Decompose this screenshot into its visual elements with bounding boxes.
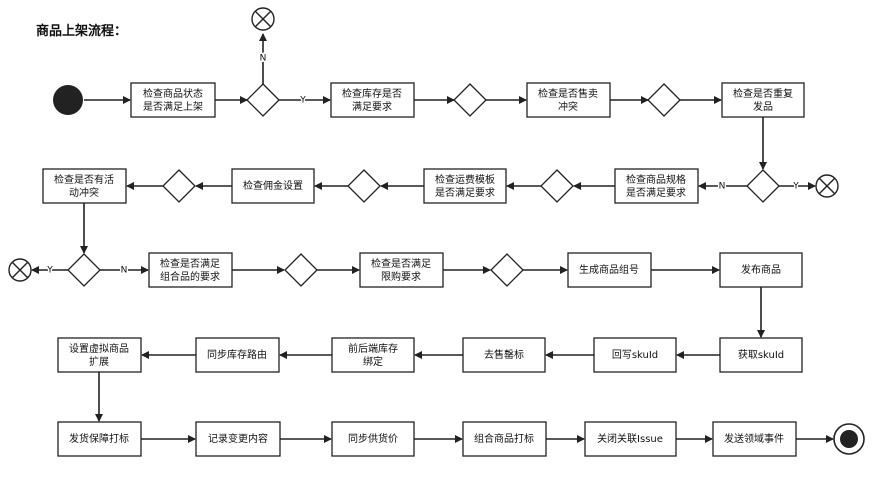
step-label: 检查商品规格 [626,173,686,186]
decision-diamond [67,253,101,287]
step-label: 组合品的要求 [160,270,220,283]
step-label: 检查是否重复 [733,87,793,100]
terminate-node [815,174,839,198]
step-label: 获取skuId [738,349,784,361]
terminate-node [251,7,275,31]
step-check-duplicate [721,82,805,118]
terminate-node [8,258,32,282]
step-label: 设置虚拟商品 [69,342,129,355]
edge-label-no: N [121,266,128,276]
step-label: 是否满足要求 [626,187,686,199]
step-label: 组合商品打标 [474,432,534,445]
step-label: 检查商品状态 [143,87,203,100]
step-label: 发品 [753,100,773,113]
step-send-domain-event [712,421,797,457]
edge-label-no: N [260,54,267,64]
step-label: 绑定 [363,355,383,368]
page-title: 商品上架流程： [36,24,128,39]
step-check-purchase-limit [359,252,444,288]
step-label: 同步库存路由 [207,348,267,361]
step-record-changes [195,421,281,457]
step-label: 是否满足上架 [143,101,203,113]
step-label: 去售罄标 [484,348,524,361]
end-node [833,423,865,455]
step-label: 扩展 [89,355,109,368]
decision-diamond [347,169,381,203]
step-label: 检查是否有活 [54,173,114,186]
step-check-spec [614,168,699,204]
step-close-issue [584,421,677,457]
decision-diamond [162,169,196,203]
step-label: 检查是否售卖 [538,87,598,100]
step-virtual-goods-ext [57,337,142,373]
step-label: 检查库存是否 [342,87,402,100]
step-label: 记录变更内容 [208,432,268,445]
step-label: 生成商品组号 [579,263,639,276]
step-label: 是否满足要求 [435,187,495,199]
edge-label-yes: Y [299,96,306,106]
step-get-skuid [719,337,803,373]
decision-diamond [746,169,780,203]
step-label: 检查佣金设置 [243,179,303,192]
decision-diamond [647,83,681,117]
step-bind-inventory [331,337,415,373]
decision-diamond [284,253,318,287]
step-check-bundle [148,252,233,288]
start-node [53,85,83,115]
edge-label-no: N [719,182,726,192]
step-check-commission [231,168,315,204]
step-label: 回写skuId [612,349,658,361]
step-label: 限购要求 [381,270,421,283]
step-label: 发货保障打标 [69,432,129,445]
decision-diamond [246,83,280,117]
step-label: 发布商品 [741,263,781,276]
decision-diamond [453,83,487,117]
edge-label-yes: Y [792,182,799,192]
step-remove-soldout-tag [462,337,546,373]
step-label: 同步供货价 [348,432,398,445]
step-check-stock [330,82,415,118]
decision-diamond [490,253,524,287]
step-label: 发送领域事件 [724,432,784,445]
edge-label-yes: Y [46,266,53,276]
step-label: 检查是否满足 [371,257,431,270]
decision-diamond [540,169,574,203]
step-label: 动冲突 [69,186,99,199]
step-label: 关闭关联Issue [597,432,663,445]
step-label: 前后端库存 [348,342,398,355]
step-label: 检查是否满足 [160,257,220,270]
step-label: 满足要求 [352,101,392,113]
step-label: 检查运费模板 [435,173,495,186]
step-label: 冲突 [558,100,578,113]
step-delivery-guarantee-tag [57,421,142,457]
step-check-activity-conflict [42,168,127,204]
